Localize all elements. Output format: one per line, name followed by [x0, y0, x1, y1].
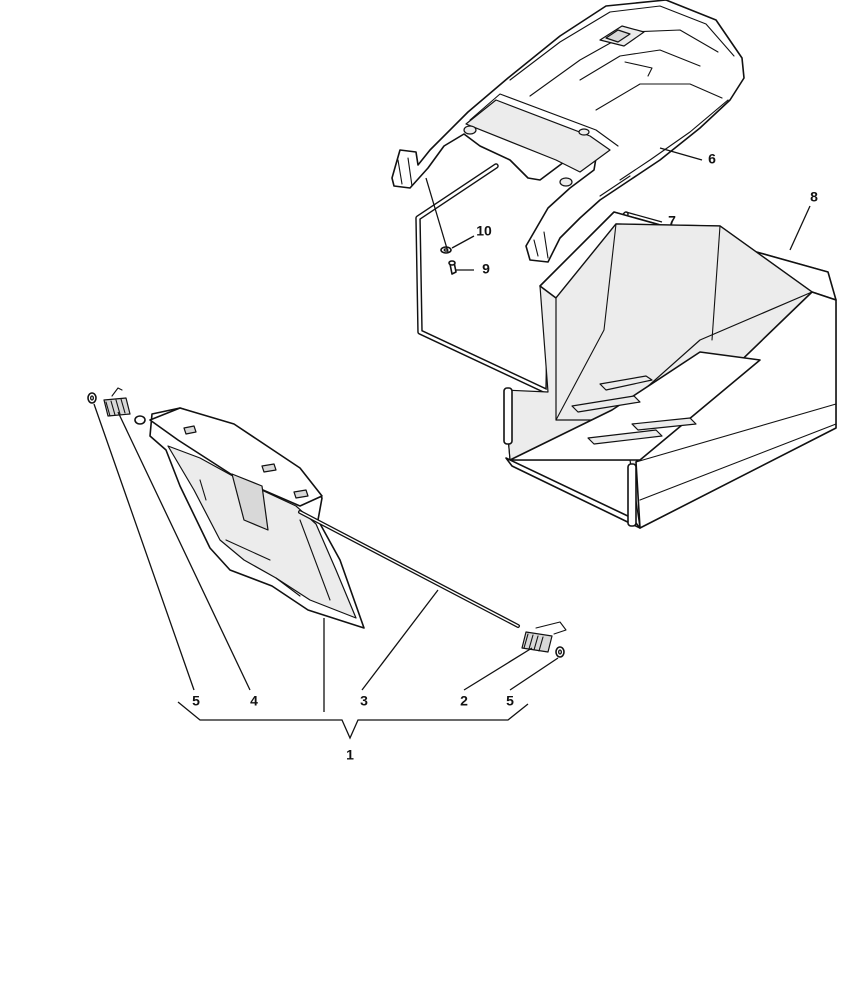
leader-5-left [93, 403, 195, 691]
label-7: 7 [668, 213, 676, 229]
label-10: 10 [476, 223, 492, 239]
part-8-grass-bag [503, 211, 837, 529]
leader-cover-to-screw [425, 177, 449, 253]
label-9: 9 [482, 261, 490, 277]
leader-6 [659, 147, 703, 161]
part-5-washer-left [87, 392, 97, 404]
part-4-spring-left [103, 387, 131, 417]
leader-7 [625, 211, 663, 223]
label-2: 2 [460, 693, 468, 709]
part-10-washer [440, 246, 452, 254]
part-6-upper-cover [391, 0, 745, 263]
leader-3 [361, 589, 439, 691]
leader-8 [789, 205, 811, 251]
leader-10 [451, 235, 475, 249]
label-4: 4 [250, 693, 258, 709]
leader-5-right [509, 657, 559, 691]
assembly-bracket [177, 701, 529, 740]
part-2-spring-right [521, 621, 567, 653]
label-8: 8 [810, 189, 818, 205]
leader-4 [117, 411, 251, 691]
part-5-washer-right [555, 646, 565, 658]
label-1: 1 [346, 747, 354, 763]
label-3: 3 [360, 693, 368, 709]
label-6: 6 [708, 151, 716, 167]
leader-2 [463, 647, 533, 691]
part-1-rear-flap [134, 407, 365, 629]
label-5-left: 5 [192, 693, 200, 709]
part-9-screw [448, 260, 457, 275]
label-5-right: 5 [506, 693, 514, 709]
part-3-pivot-rod [298, 510, 520, 628]
